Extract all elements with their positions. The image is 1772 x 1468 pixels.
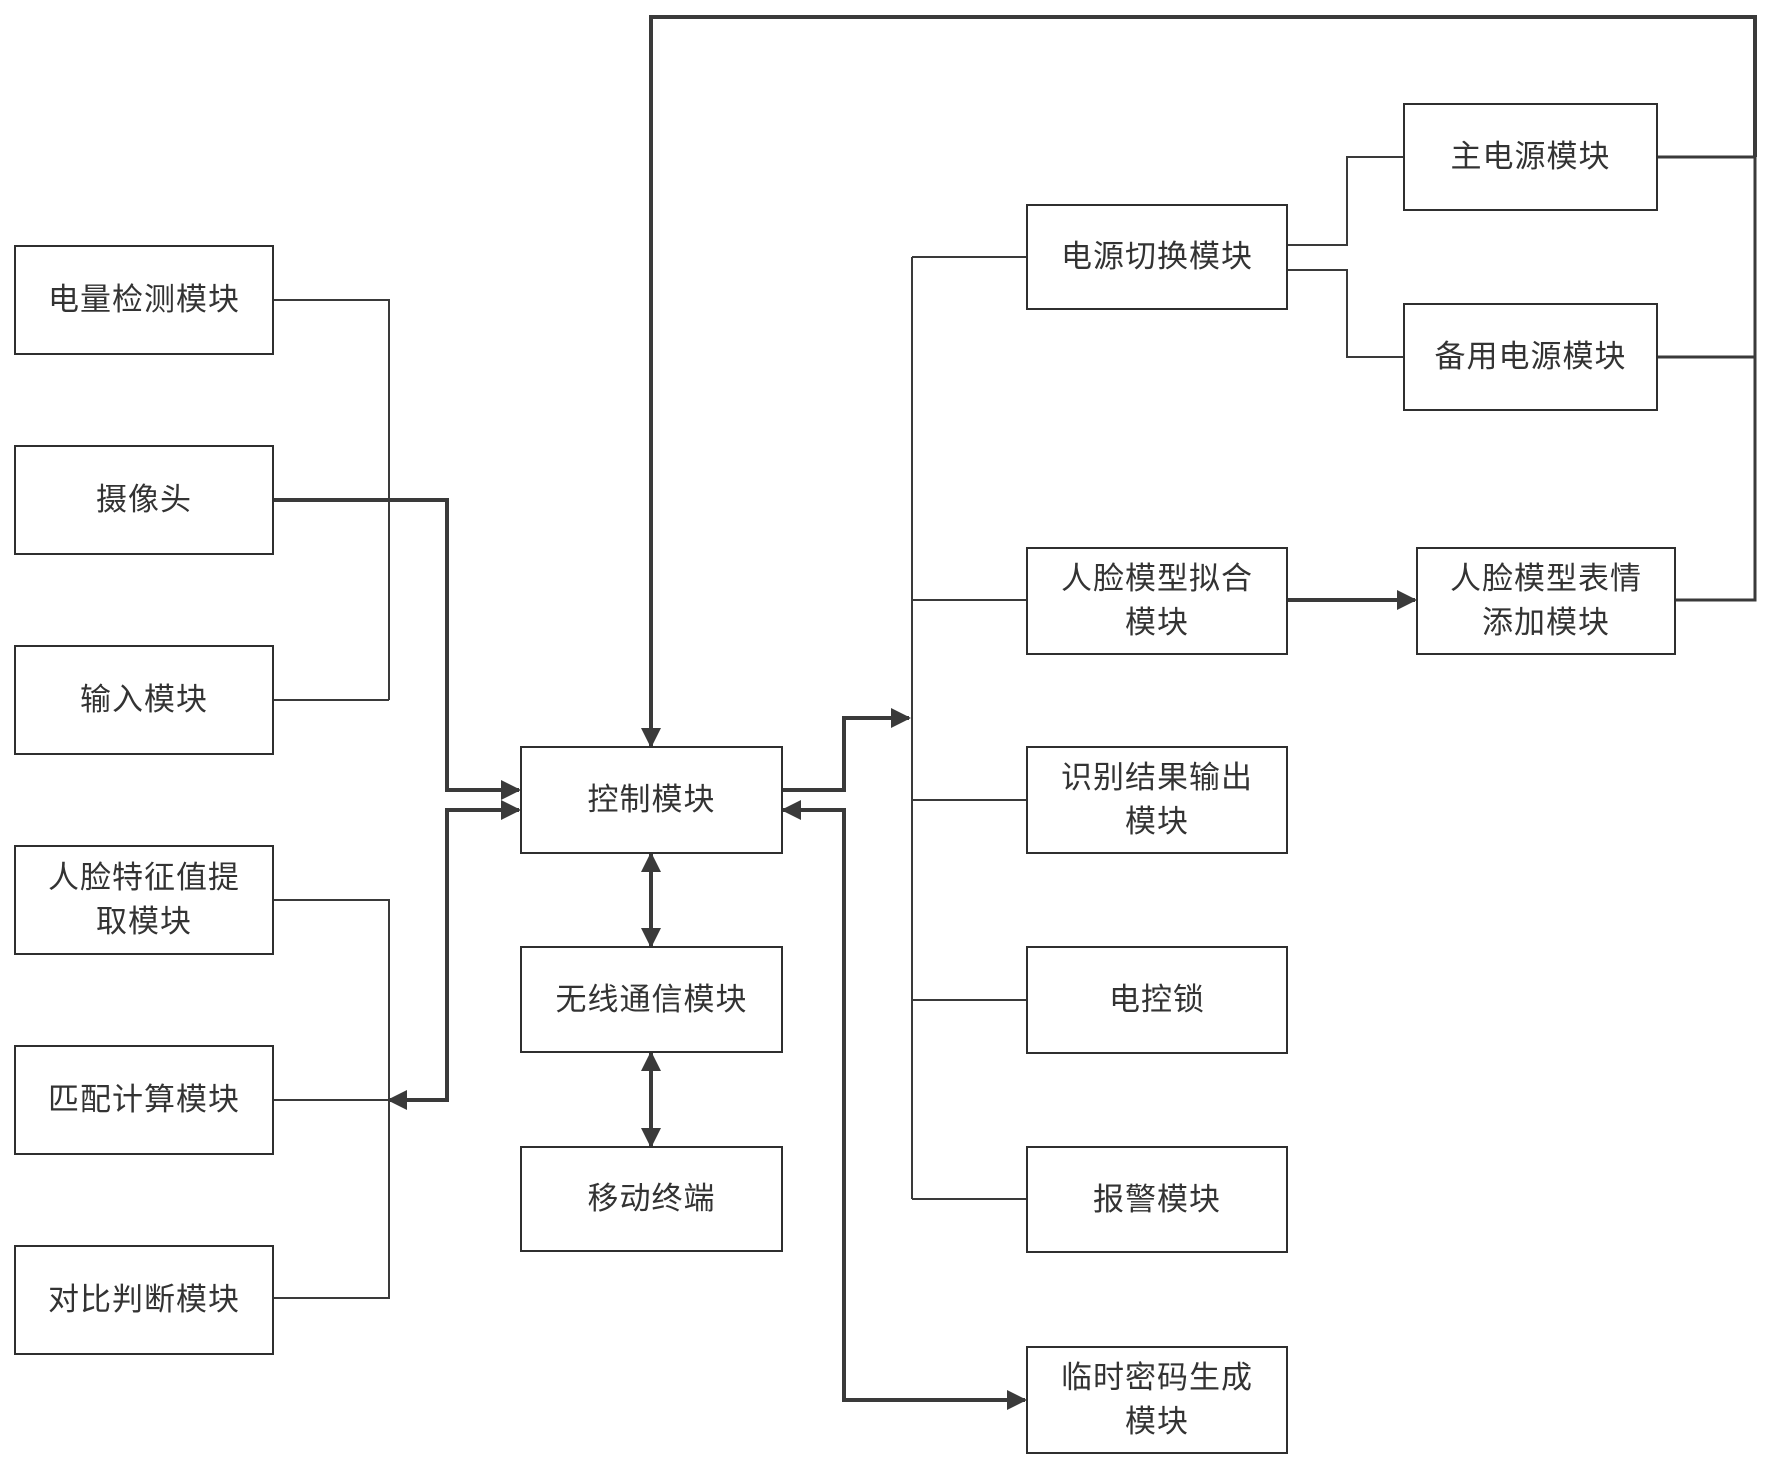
compare-judge-label: 对比判断模块: [48, 1282, 240, 1318]
mobile-label: 移动终端: [587, 1181, 716, 1217]
alarm-label: 报警模块: [1093, 1181, 1221, 1218]
mobile-terminal: 移动终端: [520, 1146, 783, 1252]
wireless-label: 无线通信模块: [555, 981, 748, 1018]
expression-add-label-line2: 添加模块: [1482, 605, 1610, 641]
result-output-module: 识别结果输出模块: [1026, 746, 1288, 854]
face-fit-module: 人脸模型拟合模块: [1026, 547, 1288, 655]
main-power-label: 主电源模块: [1450, 139, 1611, 175]
face-fit-label-line2: 模块: [1125, 605, 1189, 641]
connector-switch-backup: [1288, 269, 1403, 358]
power-switch-label: 电源切换模块: [1061, 239, 1253, 275]
electric-lock: 电控锁: [1026, 946, 1288, 1054]
result-output-label-line2: 模块: [1125, 804, 1189, 840]
control-label: 控制模块: [587, 782, 716, 818]
connector-camera-to-control: [274, 498, 521, 800]
alarm-module: 报警模块: [1026, 1146, 1288, 1253]
backup-power-module: 备用电源模块: [1403, 303, 1658, 411]
camera-module: 摄像头: [14, 445, 274, 555]
connector-power-detect: [274, 299, 390, 700]
input-module: 输入模块: [14, 645, 274, 755]
expression-add-label-line1: 人脸模型表情: [1450, 561, 1642, 597]
camera-label: 摄像头: [96, 482, 192, 518]
input-label: 输入模块: [80, 682, 208, 718]
match-calc-module: 匹配计算模块: [14, 1045, 274, 1155]
face-feature-label-line2: 取模块: [96, 904, 192, 940]
face-feature-module: 人脸特征值提取模块: [14, 845, 274, 955]
connector-control-to-bus: [783, 708, 911, 792]
power-detect-label: 电量检测模块: [48, 282, 240, 318]
temp-password-module: 临时密码生成模块: [1026, 1346, 1288, 1454]
power-detect-module: 电量检测模块: [14, 245, 274, 355]
temp-password-label-line1: 临时密码生成: [1061, 1360, 1253, 1396]
match-calc-label: 匹配计算模块: [48, 1082, 240, 1118]
face-fit-label-line1: 人脸模型拟合: [1061, 561, 1253, 597]
connector-switch-main: [1288, 156, 1403, 246]
connector-control-to-processing: [387, 800, 521, 1110]
power-switch-module: 电源切换模块: [1026, 204, 1288, 310]
compare-judge-module: 对比判断模块: [14, 1245, 274, 1355]
control-module: 控制模块: [520, 746, 783, 854]
face-feature-label-line1: 人脸特征值提: [48, 860, 240, 896]
backup-power-label: 备用电源模块: [1434, 339, 1627, 375]
electric-lock-label: 电控锁: [1109, 982, 1205, 1018]
wireless-module: 无线通信模块: [520, 946, 783, 1053]
temp-password-label-line2: 模块: [1125, 1404, 1189, 1440]
result-output-label-line1: 识别结果输出: [1061, 760, 1253, 796]
main-power-module: 主电源模块: [1403, 103, 1658, 211]
connector-top-loop-to-control: [641, 15, 1757, 748]
connector-control-temp-password: [781, 800, 1027, 1410]
connector-power-feedback: [1658, 155, 1757, 602]
expression-add-module: 人脸模型表情添加模块: [1416, 547, 1676, 655]
